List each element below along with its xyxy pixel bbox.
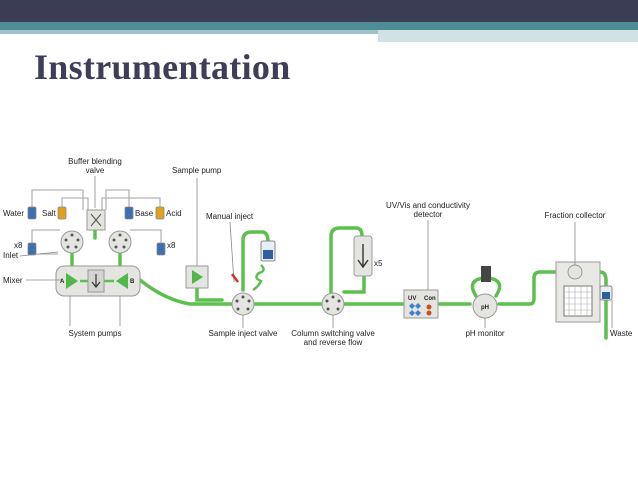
column-switching-label-2: and reverse flow bbox=[304, 338, 363, 347]
mixer-label: Mixer bbox=[3, 276, 23, 285]
salt-label: Salt bbox=[42, 209, 57, 218]
sample-pump-label: Sample pump bbox=[172, 166, 222, 175]
header-bar-light bbox=[0, 30, 378, 34]
inlet-label: Inlet bbox=[3, 251, 19, 260]
pump-a-icon bbox=[66, 273, 78, 289]
water-bottle-icon bbox=[27, 206, 37, 220]
ph-tag: pH bbox=[481, 305, 489, 311]
manual-inject-syringe-icon bbox=[231, 273, 239, 283]
left-x8-bottle-icon bbox=[27, 242, 37, 256]
x5-label: x5 bbox=[374, 259, 383, 268]
system-pumps-label: System pumps bbox=[69, 329, 122, 338]
acid-label: Acid bbox=[166, 209, 182, 218]
buffer-blending-label: Buffer blending bbox=[68, 157, 122, 166]
fraction-rack-icon bbox=[563, 285, 593, 317]
base-bottle-icon bbox=[124, 206, 134, 220]
acid-bottle-icon bbox=[155, 206, 165, 220]
header-bar-light-right bbox=[378, 30, 638, 42]
uv-detector-label: UV/Vis and conductivity bbox=[386, 201, 470, 210]
base-label: Base bbox=[135, 209, 154, 218]
ph-monitor-label: pH monitor bbox=[465, 329, 504, 338]
column-switching-label: Column switching valve bbox=[291, 329, 375, 338]
slide-title: Instrumentation bbox=[34, 47, 291, 87]
pump-b-tag: B bbox=[130, 279, 135, 285]
tubing bbox=[70, 226, 608, 340]
uv-conductivity-detector-icon bbox=[403, 289, 439, 319]
sample-inject-valve-label: Sample inject valve bbox=[209, 329, 278, 338]
inlet-valve-a-icon bbox=[60, 230, 84, 254]
uv-detector-label-2: detector bbox=[414, 210, 443, 219]
header-bar-teal bbox=[0, 22, 638, 30]
pump-a-tag: A bbox=[60, 279, 65, 285]
waste-label: Waste bbox=[610, 329, 633, 338]
sample-loop-icon bbox=[252, 264, 265, 292]
fraction-valve-icon bbox=[567, 264, 583, 280]
buffer-blending-label-2: valve bbox=[86, 166, 105, 175]
water-label: Water bbox=[3, 209, 24, 218]
uv-tag: UV bbox=[408, 296, 416, 302]
right-x8-bottle-icon bbox=[156, 242, 166, 256]
buffer-bottles bbox=[27, 206, 166, 256]
inlet-valves bbox=[60, 230, 132, 254]
salt-bottle-icon bbox=[57, 206, 67, 220]
pump-b-icon bbox=[116, 273, 128, 289]
fraction-collector-label: Fraction collector bbox=[545, 211, 606, 220]
ph-probe-icon bbox=[481, 266, 491, 282]
con-tag: Con bbox=[424, 296, 436, 302]
x8-right-label: x8 bbox=[167, 241, 176, 250]
header-bar-dark bbox=[0, 0, 638, 22]
manual-inject-label: Manual inject bbox=[206, 212, 254, 221]
x8-left-label: x8 bbox=[14, 241, 23, 250]
buffer-lines bbox=[31, 189, 162, 255]
inlet-valve-b-icon bbox=[108, 230, 132, 254]
